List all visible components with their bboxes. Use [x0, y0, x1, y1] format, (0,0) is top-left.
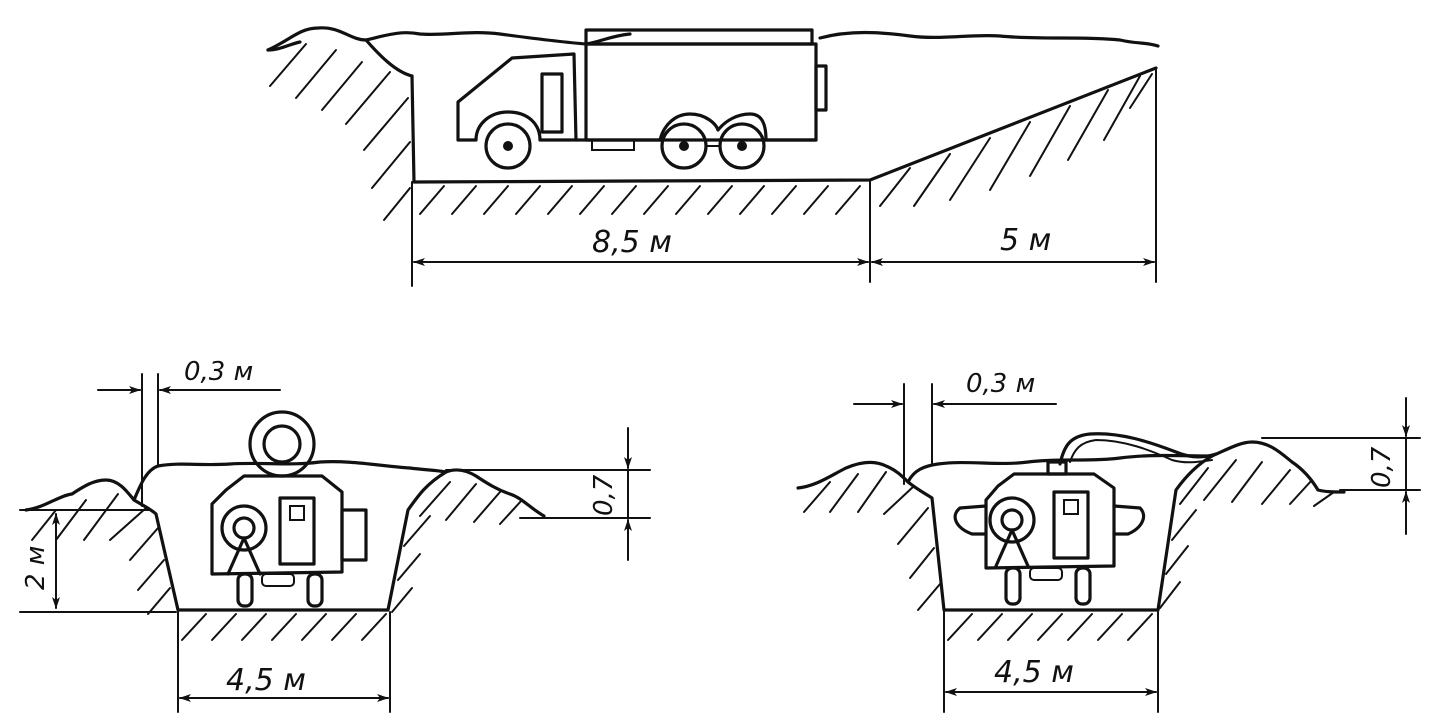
right-machine-handle-right — [1112, 504, 1146, 536]
left-dimensions: 0,3 м 2 м 0,7 4,5 м — [19, 357, 651, 713]
truck-rear-hub-2 — [737, 141, 747, 151]
label-left-depth: 2 м — [21, 546, 51, 590]
right-hatching — [803, 459, 1335, 641]
left-machine — [210, 410, 368, 608]
left-trench-outline — [132, 470, 448, 612]
left-machine-panel — [278, 496, 316, 566]
right-machine-leg-2 — [1074, 566, 1092, 606]
truck-front-wheel — [484, 122, 532, 170]
right-machine-body — [984, 472, 1116, 570]
left-machine-leg-1 — [236, 572, 254, 608]
label-left-bottom-width: 4,5 м — [226, 663, 306, 698]
truck-rear-hub-1 — [679, 141, 689, 151]
right-machine-drum-inner — [1000, 508, 1024, 532]
right-machine-cable — [1058, 432, 1218, 466]
label-right-rampart-height: 0,7 — [1367, 446, 1397, 488]
right-trench-outline — [906, 454, 1214, 612]
label-left-rampart-width: 0,3 м — [184, 357, 253, 387]
left-machine-drum-inner — [232, 516, 256, 540]
right-machine-tripod — [994, 528, 1030, 568]
truck — [456, 28, 828, 170]
truck-box-top — [584, 28, 814, 46]
top-hatching — [269, 43, 1153, 221]
left-ground-surface — [24, 460, 546, 518]
right-machine-axle — [1029, 567, 1063, 581]
left-section-profile — [24, 460, 546, 612]
label-left-rampart-height: 0,7 — [589, 474, 619, 516]
truck-cab-window — [540, 72, 564, 134]
left-machine-tripod — [226, 536, 262, 576]
top-dimensions: 8,5 м 5 м — [411, 67, 1157, 287]
left-machine-axle — [261, 573, 295, 587]
left-machine-leg-2 — [306, 572, 324, 608]
truck-step — [591, 139, 635, 151]
label-right-rampart-width: 0,3 м — [966, 369, 1035, 399]
right-machine-top-box — [1046, 460, 1068, 476]
truck-cab — [456, 52, 578, 142]
top-pit-outline — [410, 66, 1158, 184]
right-machine-panel-window — [1063, 499, 1079, 515]
right-ground-surface — [796, 440, 1346, 494]
left-machine-reel-inner — [262, 424, 302, 464]
right-machine-leg-1 — [1004, 566, 1022, 606]
left-machine-body — [210, 474, 344, 576]
truck-box-rear — [814, 64, 828, 112]
left-machine-reel-outer — [248, 410, 316, 478]
right-section-profile — [796, 440, 1346, 612]
label-pit-length: 8,5 м — [592, 225, 672, 260]
left-machine-panel-window — [289, 505, 305, 521]
left-machine-side — [340, 508, 368, 562]
label-right-bottom-width: 4,5 м — [994, 655, 1074, 690]
label-ramp-length: 5 м — [1000, 223, 1051, 258]
truck-box — [584, 42, 818, 142]
right-machine — [953, 432, 1218, 606]
right-machine-panel — [1052, 490, 1090, 560]
right-dimensions: 0,3 м 0,7 4,5 м — [853, 369, 1421, 713]
truck-fender — [658, 112, 768, 142]
left-hatching — [31, 481, 523, 641]
right-machine-cable-2 — [1069, 438, 1213, 464]
right-machine-drum-outer — [988, 496, 1036, 544]
left-machine-drum-outer — [220, 504, 268, 552]
truck-front-hub — [503, 141, 513, 151]
top-left-edge — [266, 38, 414, 78]
right-machine-handle-left — [953, 504, 988, 536]
